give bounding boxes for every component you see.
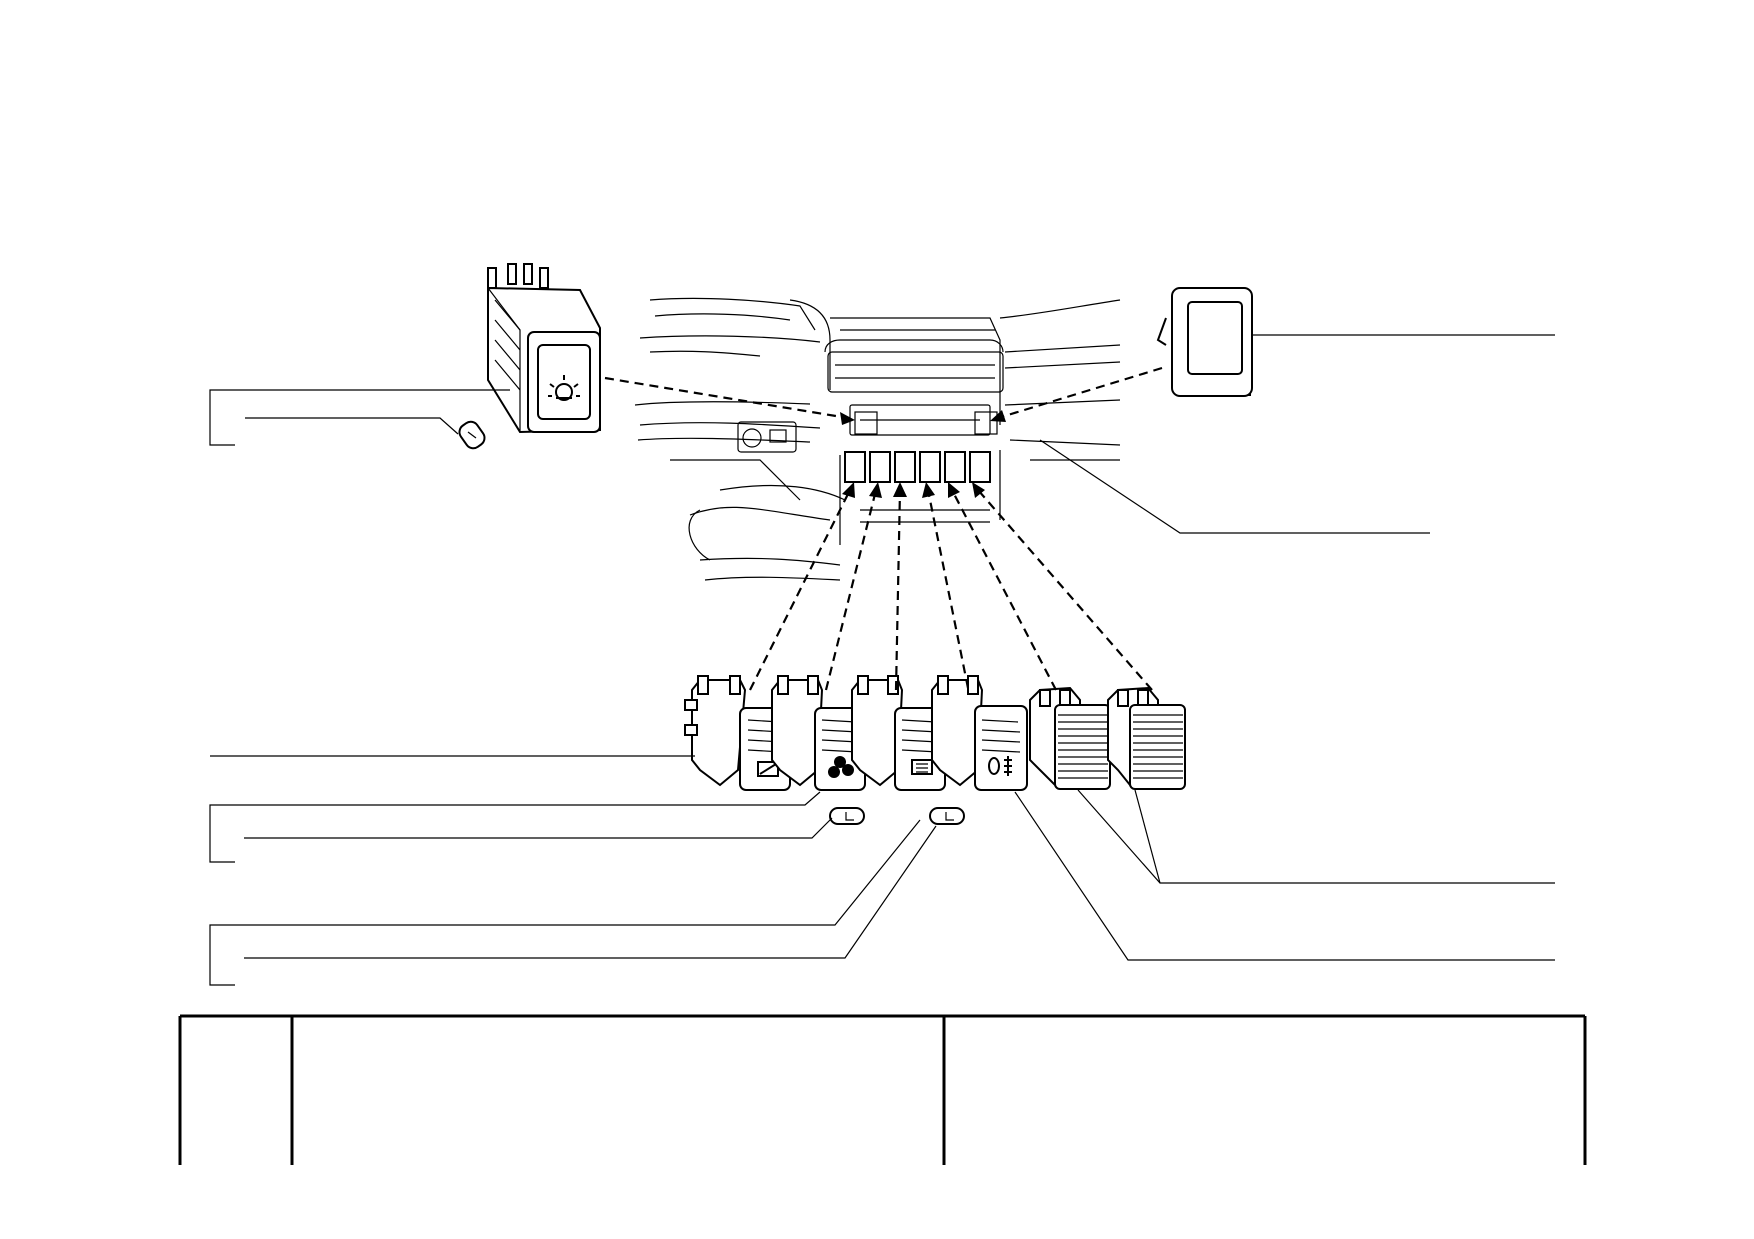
switch-bulbs <box>829 807 965 825</box>
blanking-switches <box>1029 686 1186 790</box>
fitting-arrows <box>604 366 1163 691</box>
heated-rear-window-switch <box>851 675 946 791</box>
fog-lamp-icon <box>988 756 1012 776</box>
leader-lines <box>209 334 1555 986</box>
lighting-switch <box>487 263 601 434</box>
heated-rear-window-icon <box>911 759 933 775</box>
bulb-icon <box>458 420 486 450</box>
blanking-cover-upper <box>1156 287 1253 397</box>
bulb-icon <box>829 807 865 825</box>
bulb-icon <box>929 807 965 825</box>
dashboard-console <box>634 297 1121 581</box>
table-col-header <box>944 1016 1585 1056</box>
blank-switch-icon <box>1029 686 1111 790</box>
heater-fan-switch <box>771 675 866 791</box>
parts-table <box>178 1014 1587 1165</box>
table-col-header <box>180 1016 292 1056</box>
console-switch-slots <box>844 411 998 483</box>
table-col-header <box>292 1016 944 1056</box>
blank-switch-icon <box>1107 686 1186 790</box>
parts-table-header <box>180 1016 1585 1056</box>
headlamp-icon <box>548 375 580 401</box>
fan-icon <box>828 756 854 778</box>
rear-fog-lamp-switch <box>931 675 1028 791</box>
